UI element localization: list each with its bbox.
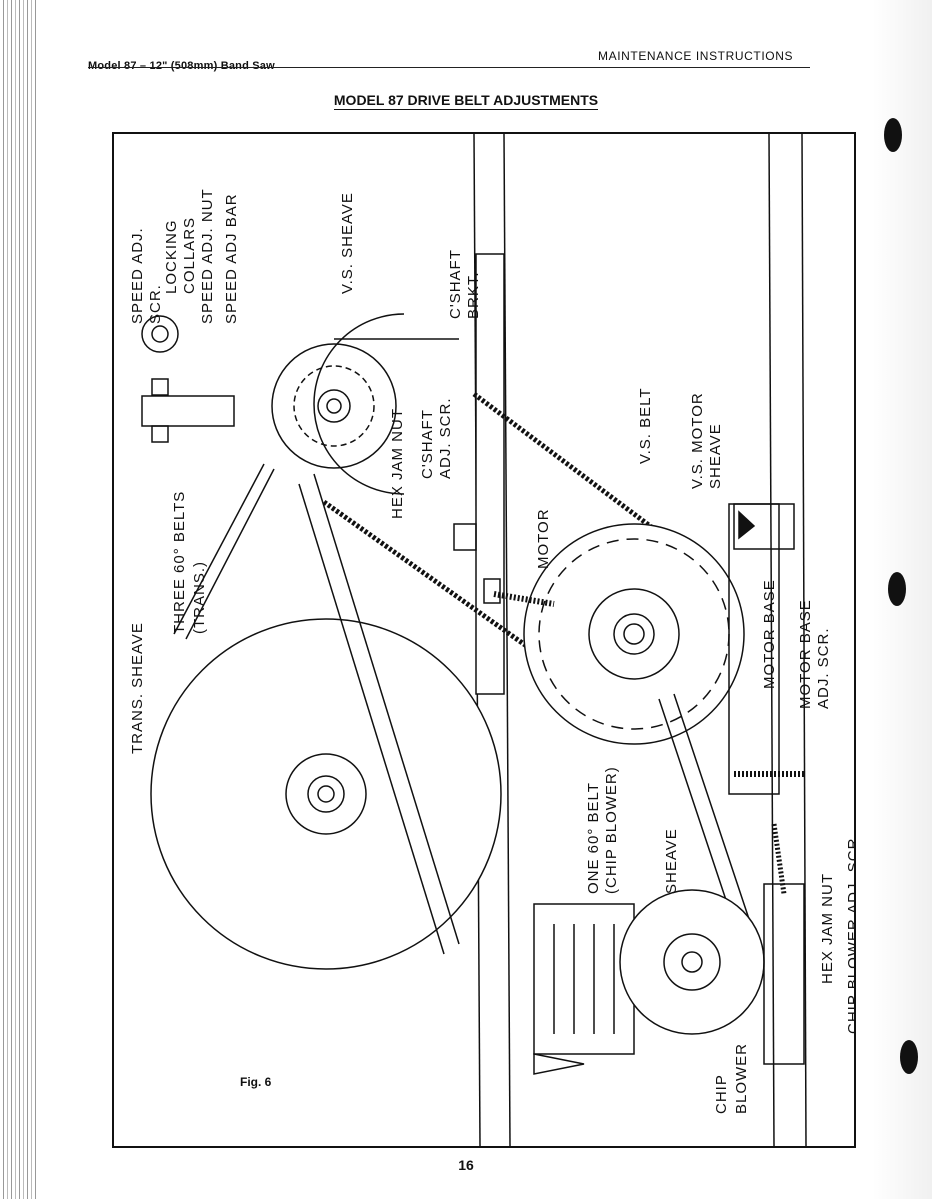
trans-belt — [173, 463, 265, 635]
header-section: MAINTENANCE INSTRUCTIONS — [598, 49, 794, 63]
label-speed-adj-scr: SPEED ADJ. — [129, 227, 146, 324]
label-motor: MOTOR — [535, 508, 552, 569]
label-locking-collars: LOCKING — [163, 219, 180, 294]
label-chip-blower: CHIP — [713, 1074, 730, 1114]
label-one-belt: (CHIP BLOWER) — [603, 766, 620, 894]
label-motor-base-adj-scr: ADJ. SCR. — [815, 627, 832, 709]
header-rule — [88, 67, 810, 68]
label-three-belts: (TRANS.) — [191, 561, 208, 634]
label-vs-sheave: V.S. SHEAVE — [339, 192, 356, 294]
label-cshaft-adj-scr: C'SHAFT — [419, 409, 436, 479]
label-cshaft-brkt: C'SHAFT — [447, 249, 464, 319]
label-one-belt: ONE 60° BELT — [585, 782, 602, 894]
punch-hole — [900, 1040, 918, 1074]
figure-frame — [112, 132, 856, 1148]
vs-motor-sheave — [523, 523, 745, 745]
label-trans-sheave: TRANS. SHEAVE — [129, 622, 146, 754]
binder-edge — [0, 0, 38, 1199]
label-vs-motor-sheave: SHEAVE — [707, 423, 724, 489]
label-motor-base-adj-scr: MOTOR BASE — [797, 599, 814, 709]
punch-hole — [884, 118, 902, 152]
chip-blower — [533, 903, 635, 1055]
label-hex-jam-nut: HEX JAM NUT — [819, 873, 836, 984]
label-motor-base: MOTOR BASE — [761, 579, 778, 689]
label-vs-motor-sheave: V.S. MOTOR — [689, 392, 706, 489]
label-cshaft-brkt: BRKT. — [465, 271, 482, 319]
vs-sheave — [313, 313, 405, 495]
label-chip-blower: BLOWER — [733, 1043, 750, 1114]
label-speed-adj-scr: SCR. — [147, 284, 164, 324]
punch-hole — [888, 572, 906, 606]
speed-adj-bar — [141, 395, 235, 427]
label-locking-collars: COLLARS — [181, 217, 198, 294]
chip-blower-belt — [673, 693, 755, 935]
trans-belt — [298, 483, 445, 955]
page-title: MODEL 87 DRIVE BELT ADJUSTMENTS — [333, 92, 599, 110]
speed-adj-screw — [141, 315, 179, 353]
label-vs-belt: V.S. BELT — [637, 387, 654, 464]
drive-belt-diagram: SPEED ADJ. SCR. LOCKING COLLARS SPEED AD… — [129, 134, 854, 1146]
label-speed-adj-bar: SPEED ADJ BAR — [223, 193, 240, 324]
trans-sheave — [150, 618, 502, 970]
figure-caption: Fig. 6 — [240, 1075, 272, 1089]
frame-rail — [503, 134, 511, 1146]
chip-blower-sheave — [619, 889, 765, 1035]
label-speed-adj-nut: SPEED ADJ. NUT — [199, 188, 216, 324]
label-chip-blower-adj-scr: CHIP BLOWER ADJ. SCR. — [845, 832, 854, 1034]
page-number: 16 — [458, 1157, 474, 1173]
label-sheave: SHEAVE — [663, 828, 680, 894]
label-cshaft-adj-scr: ADJ. SCR. — [437, 397, 454, 479]
label-hex-jam-nut: HEX JAM NUT — [389, 408, 406, 519]
label-three-belts: THREE 60° BELTS — [171, 491, 188, 634]
header-model: Model 87 – 12" (508mm) Band Saw — [88, 60, 275, 72]
